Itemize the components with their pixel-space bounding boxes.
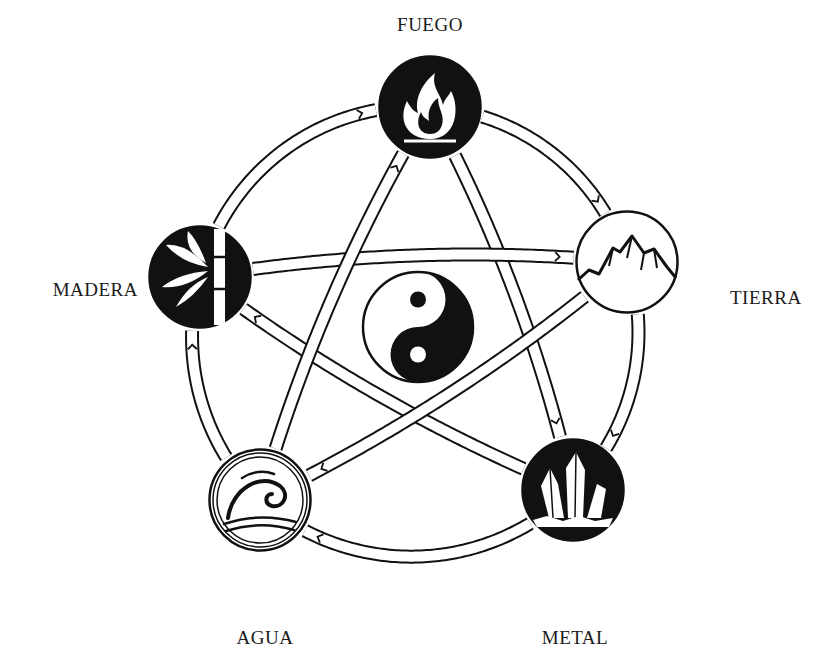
- band-inner: [482, 117, 605, 214]
- band-inner: [455, 156, 560, 437]
- cycle-band: [276, 154, 404, 449]
- element-disc: [210, 450, 311, 551]
- band-inner: [219, 110, 376, 226]
- element-label: METAL: [542, 627, 608, 648]
- element-node: TIERRA: [575, 210, 679, 314]
- element-label: FUEGO: [397, 14, 463, 35]
- yin-half: [391, 272, 473, 382]
- element-circle: [208, 448, 312, 552]
- element-icon: [380, 57, 481, 158]
- bamboo-leaf: [187, 231, 206, 263]
- arrow-head: [318, 534, 324, 542]
- element-circle: [378, 55, 482, 159]
- element-label: TIERRA: [730, 287, 802, 308]
- cycle-band: [253, 252, 574, 269]
- label-holder: TIERRA: [730, 287, 802, 309]
- arrow-head: [357, 110, 363, 119]
- element-node: AGUA: [208, 448, 312, 552]
- band-outline: [482, 117, 605, 214]
- label-holder: MADERA: [53, 279, 138, 301]
- band-inner: [192, 331, 226, 458]
- band-outline: [455, 156, 560, 437]
- band-inner: [276, 154, 404, 449]
- arrow-head: [555, 252, 560, 261]
- band-inner: [606, 314, 638, 448]
- element-icon: [577, 212, 678, 313]
- element-node: FUEGO: [378, 55, 482, 159]
- arrow-head: [611, 430, 619, 436]
- cycle-band: [606, 314, 638, 448]
- mountain-outline: [578, 236, 676, 280]
- cycle-band: [188, 331, 226, 458]
- cycle-band: [219, 110, 376, 226]
- label-holder: FUEGO: [397, 14, 463, 36]
- arrow-head: [390, 166, 398, 172]
- element-circle: [148, 225, 252, 329]
- arrow-head: [255, 316, 261, 323]
- band-inner: [243, 309, 523, 469]
- cycle-band: [243, 309, 523, 469]
- element-icon: [523, 440, 624, 541]
- flame-core: [418, 98, 443, 134]
- label-holder: METAL: [542, 627, 608, 649]
- element-label: AGUA: [237, 627, 294, 648]
- arrow-head: [551, 418, 560, 424]
- yin-yang-symbol: [363, 272, 473, 382]
- element-circle: [521, 438, 625, 542]
- yin-yang-dot: [410, 347, 426, 363]
- cycle-band: [305, 523, 530, 556]
- wave-lines: [224, 472, 296, 531]
- mountain-shading: [609, 236, 657, 270]
- bamboo-stalk: [214, 229, 225, 325]
- water-ring: [217, 457, 303, 543]
- water-ring: [213, 453, 307, 547]
- flame-shape: [403, 73, 455, 139]
- label-holder: AGUA: [237, 627, 294, 649]
- band-outline: [606, 314, 638, 448]
- band-outline: [253, 255, 574, 270]
- cycle-band: [482, 117, 605, 214]
- element-icon: [210, 450, 311, 551]
- element-circle: [575, 210, 679, 314]
- element-disc: [577, 212, 678, 313]
- wave-curl: [228, 481, 285, 518]
- element-node: METAL: [521, 438, 625, 542]
- bamboo-joints: [214, 257, 225, 289]
- flame-base: [404, 140, 456, 143]
- arrow-head: [321, 463, 327, 471]
- element-disc: [523, 440, 624, 541]
- band-outline: [219, 110, 376, 226]
- element-disc: [150, 227, 251, 328]
- crystal-shape: [587, 484, 606, 518]
- yin-yang-disc: [363, 272, 473, 382]
- element-node: MADERA: [148, 225, 252, 329]
- band-outline: [192, 331, 226, 458]
- element-disc: [380, 57, 481, 158]
- arrow-head: [188, 345, 197, 350]
- band-inner: [253, 255, 574, 270]
- cycle-band: [455, 156, 560, 437]
- rock-ground: [533, 516, 613, 527]
- crystal-edge: [550, 452, 576, 518]
- band-inner: [305, 523, 530, 556]
- yin-yang-dot: [410, 292, 426, 308]
- band-outline: [305, 523, 530, 556]
- band-outline: [276, 154, 404, 449]
- element-label: MADERA: [53, 279, 138, 300]
- band-outline: [243, 309, 523, 469]
- element-icon: [150, 227, 251, 328]
- arrow-head: [592, 195, 599, 201]
- bamboo-leaf: [176, 277, 208, 307]
